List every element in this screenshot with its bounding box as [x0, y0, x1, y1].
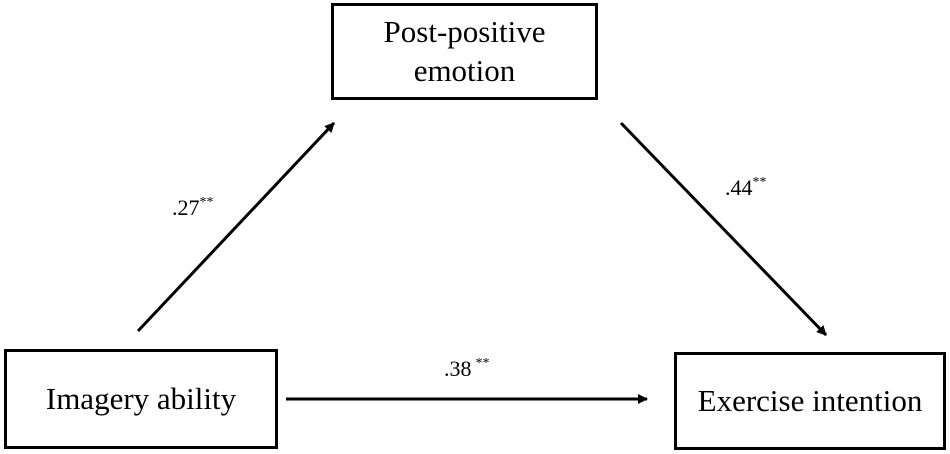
path-c-coefficient: .38**	[444, 357, 490, 380]
path-a-coefficient: .27**	[172, 196, 214, 219]
predictor-node: Imagery ability	[4, 349, 278, 449]
mediator-node: Post-positive emotion	[331, 3, 598, 100]
path-a-significance: **	[199, 195, 214, 210]
mediator-label-line2: emotion	[413, 52, 516, 88]
path-c-significance: **	[475, 356, 490, 371]
predictor-label: Imagery ability	[45, 380, 237, 416]
path-b-significance: **	[752, 175, 767, 190]
outcome-label: Exercise intention	[697, 382, 923, 418]
path-c-value: .38	[444, 356, 472, 381]
path-b-coefficient: .44**	[725, 176, 767, 199]
mediator-label-line1: Post-positive	[383, 13, 546, 49]
arrow-mediator-to-outcome	[619, 121, 828, 337]
path-b-value: .44	[725, 175, 753, 200]
outcome-node: Exercise intention	[674, 352, 946, 450]
arrow-predictor-to-mediator	[136, 121, 336, 333]
path-a-value: .27	[172, 195, 200, 220]
